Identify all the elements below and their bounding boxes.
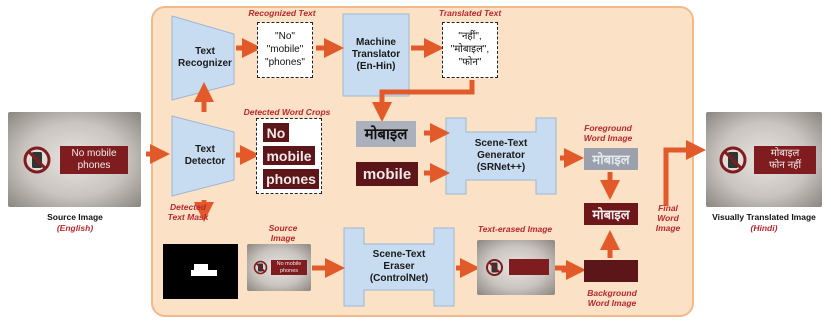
translated-text-title: Translated Text [438,8,502,18]
recognized-text-box: "No" "mobile" "phones" [257,22,313,78]
arrow-translated-to-hindi-crop [372,80,475,122]
background-word-image [584,260,638,282]
foreground-word-image: मोबाइल [584,148,638,170]
output-image-caption: Visually Translated Image (Hindi) [700,212,828,234]
no-phone-sign-icon [719,146,747,174]
no-phone-sign-icon [486,259,503,276]
english-word-crop: mobile [356,162,418,186]
detected-word-crops-title: Detected Word Crops [243,107,331,117]
translated-word: "नहीं", [458,31,482,42]
detected-text-mask [163,244,238,299]
word-crop-no: No [263,123,289,142]
scene-text-eraser-block [343,227,455,307]
text-erased-image-title: Text-erased Image [477,224,553,234]
erased-sign-panel [509,259,549,275]
word-crop-mobile: mobile [263,146,315,165]
text-detector-block [171,115,235,197]
translated-word: "फोन" [458,57,482,68]
arrow-final-to-output [663,140,706,206]
output-language: (Hindi) [750,223,778,233]
text-erased-image [477,240,555,295]
no-phone-sign-icon [23,146,51,174]
text-recognizer-block [171,15,235,101]
translated-word: "मोबाइल", [450,44,490,55]
scene-text-generator-block [445,117,557,195]
arrow-erased-to-background [555,260,586,280]
machine-translator-block [342,13,410,97]
translated-text-box: "नहीं", "मोबाइल", "फोन" [442,22,498,78]
hindi-text-render: मोबाइल [356,121,416,147]
source-language: (English) [56,223,94,233]
final-word-image: मोबाइल [584,203,638,225]
detected-word-crops-box: No mobile phones [256,118,322,194]
recognized-word: "phones" [265,57,305,68]
word-crop-phones: phones [263,169,319,189]
recognized-word: "No" [275,31,295,42]
recognized-word: "mobile" [266,44,304,55]
recognized-text-title: Recognized Text [248,8,316,18]
source-image-caption: Source Image (English) [10,212,140,234]
no-phone-sign-icon [253,260,268,275]
